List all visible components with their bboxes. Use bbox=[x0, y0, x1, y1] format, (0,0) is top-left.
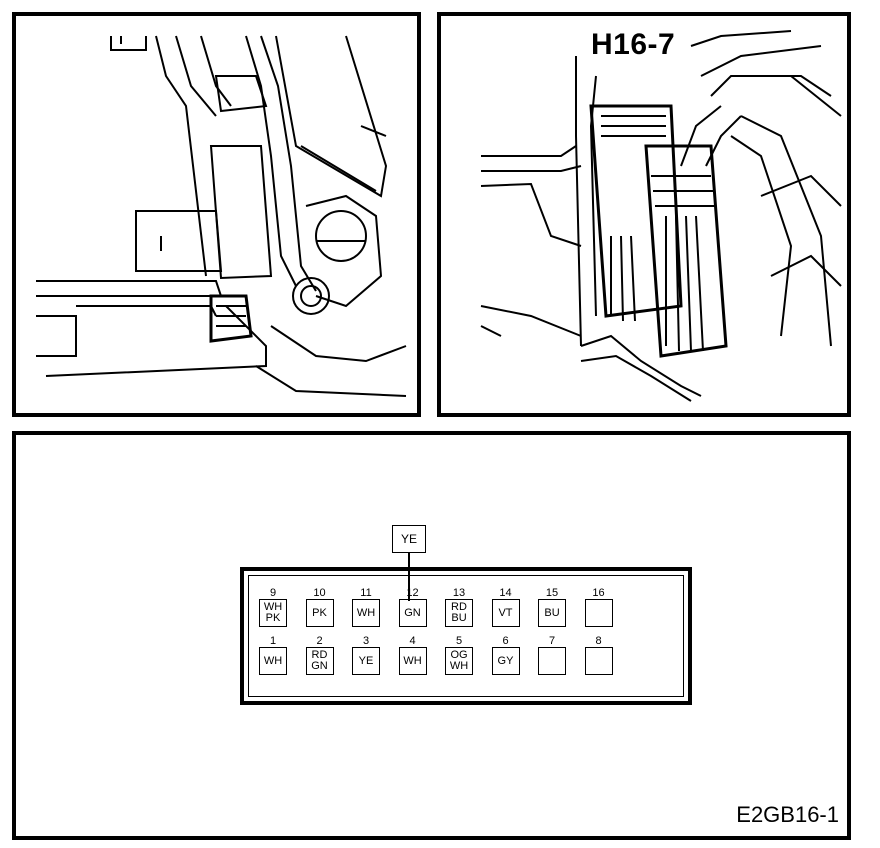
pin-number: 16 bbox=[592, 587, 605, 599]
pin-number: 9 bbox=[269, 587, 277, 599]
pin-cavity bbox=[538, 647, 566, 675]
connector-harness-drawing bbox=[480, 30, 842, 402]
pin-cavity: VT bbox=[491, 599, 520, 627]
wire-color-callout: YE bbox=[392, 525, 426, 553]
pin-number: 11 bbox=[360, 587, 372, 599]
pin-cavity: BU bbox=[538, 599, 566, 627]
pin-cavity bbox=[584, 599, 613, 627]
wire-color-code: WH bbox=[356, 606, 376, 619]
pin-cavity: PK bbox=[305, 599, 334, 627]
wire-color-code: YE bbox=[358, 654, 374, 667]
wire-color-code: GN bbox=[311, 660, 328, 672]
location-drawing-panel bbox=[12, 12, 421, 417]
pin-7: 7 bbox=[537, 635, 567, 675]
wire-color-code: BU bbox=[451, 612, 467, 624]
pin-cavity: GN bbox=[398, 599, 427, 627]
wire-color-code: PK bbox=[312, 606, 327, 619]
wire-color-code: VT bbox=[498, 606, 513, 619]
pin-number: 2 bbox=[316, 635, 323, 647]
vehicle-interior-drawing bbox=[36, 35, 407, 397]
pin-16: 16 bbox=[584, 587, 614, 627]
callout-leader-line bbox=[408, 553, 410, 601]
wire-color-code: WH bbox=[263, 654, 283, 667]
pin-cavity: WH bbox=[398, 647, 427, 675]
wire-color-code: GY bbox=[497, 654, 514, 667]
pin-number: 3 bbox=[362, 635, 370, 647]
pin-number: 1 bbox=[269, 635, 277, 647]
pin-number: 4 bbox=[409, 635, 416, 647]
wire-color-code: WH bbox=[263, 601, 283, 613]
pin-number: 6 bbox=[502, 635, 509, 647]
pin-cavity: YE bbox=[352, 647, 380, 675]
wire-color-code: WH bbox=[403, 654, 422, 667]
pin-8: 8 bbox=[584, 635, 614, 675]
wire-color-code: RD bbox=[311, 649, 328, 661]
pin-number: 12 bbox=[406, 587, 419, 599]
pin-number: 13 bbox=[452, 587, 466, 599]
wire-color-code: GN bbox=[404, 606, 421, 619]
pin-cavity: WH bbox=[259, 647, 287, 675]
pin-cavity: GY bbox=[491, 647, 520, 675]
connector-face-inner bbox=[248, 575, 684, 697]
pin-number: 8 bbox=[595, 635, 602, 647]
wire-color-code: BU bbox=[544, 606, 560, 619]
connector-id-label: H16-7 bbox=[591, 28, 676, 61]
figure-id: E2GB16-1 bbox=[736, 802, 839, 827]
wire-color-code: RD bbox=[451, 601, 467, 613]
pin-cavity: WH bbox=[352, 599, 380, 627]
wire-color-code: WH bbox=[449, 660, 469, 672]
wire-color-code: PK bbox=[265, 612, 281, 624]
pin-number: 10 bbox=[313, 587, 326, 599]
pin-number: 5 bbox=[455, 635, 463, 647]
pin-number: 14 bbox=[499, 587, 512, 599]
pin-cavity bbox=[584, 647, 613, 675]
wire-color-code: OG bbox=[450, 649, 468, 661]
connector-location-panel: H16-7 bbox=[437, 12, 851, 417]
pin-number: 15 bbox=[545, 587, 559, 599]
pin-number: 7 bbox=[548, 635, 556, 647]
